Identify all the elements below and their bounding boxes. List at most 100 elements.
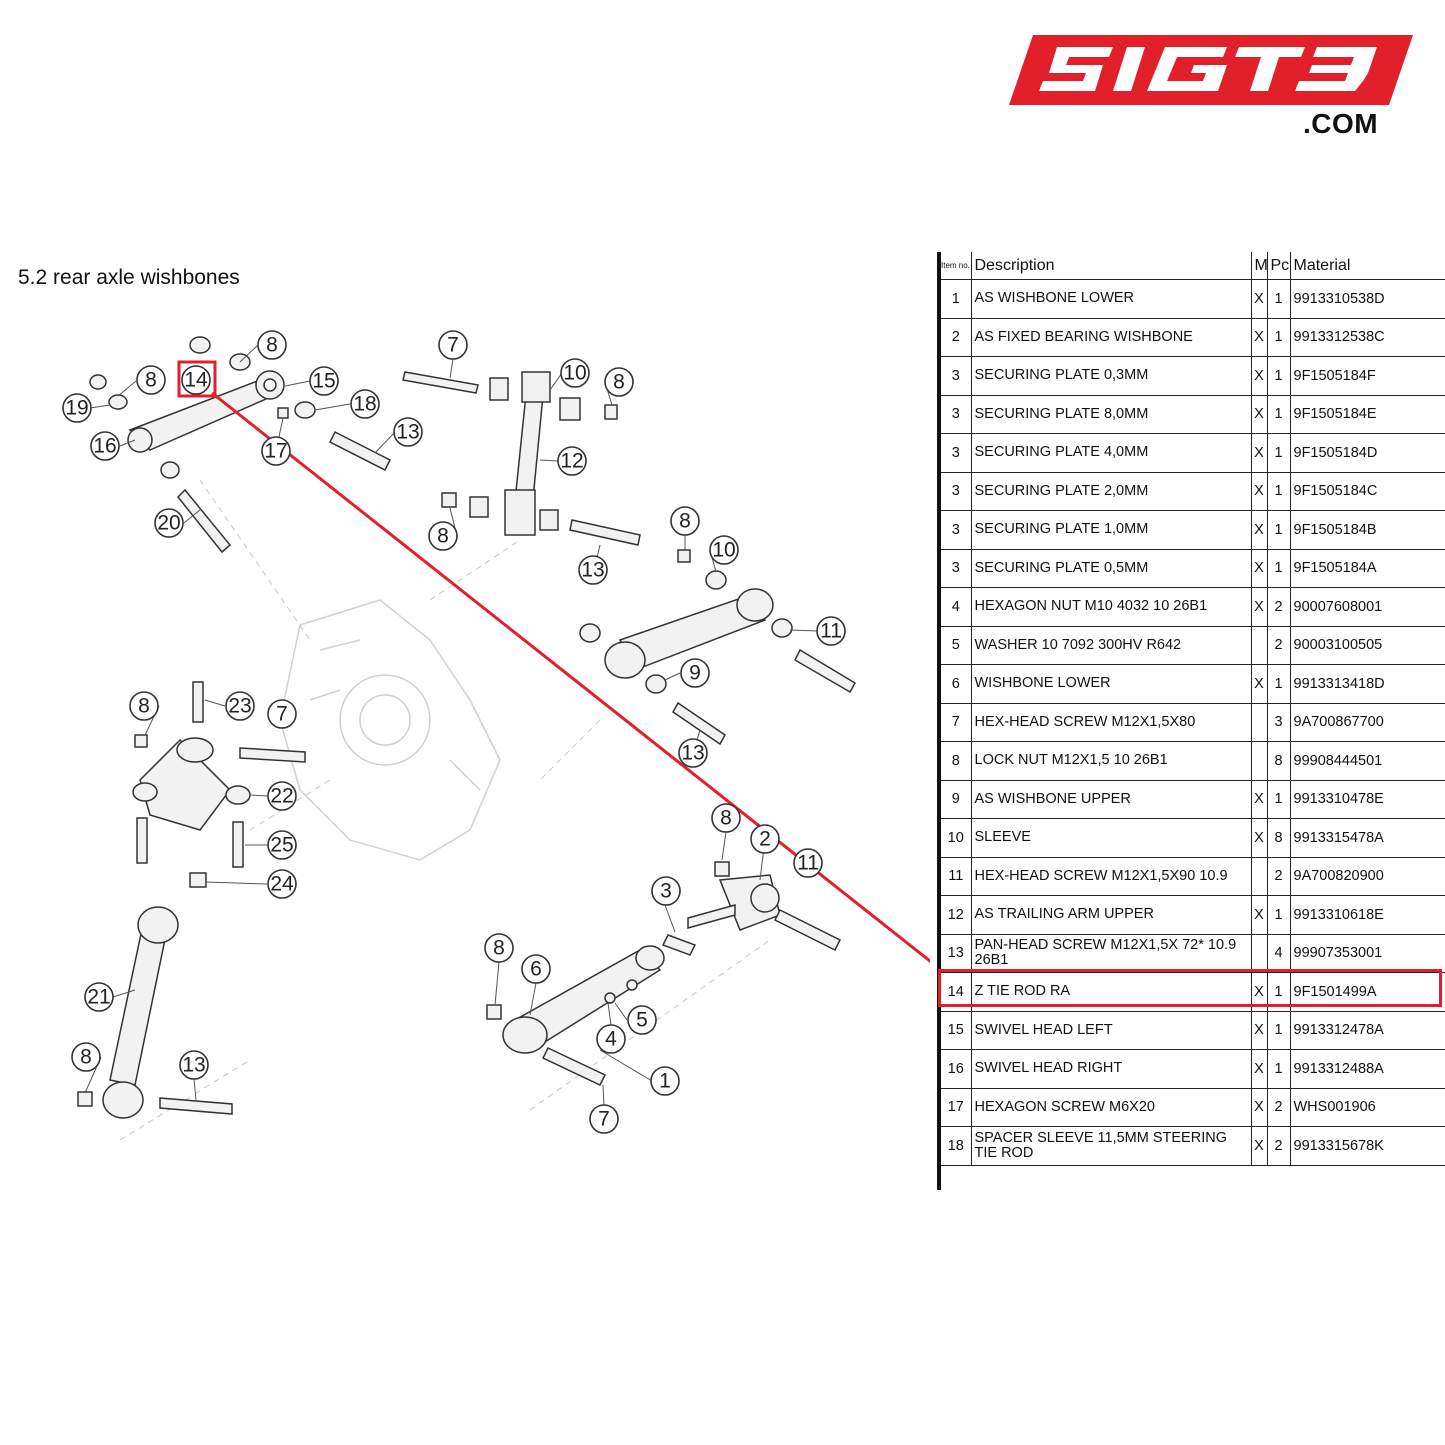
wishbone-lower [486,861,842,1086]
callout-label: 1 [659,1070,671,1093]
callout-label: 8 [145,369,157,392]
cell-description: AS WISHBONE UPPER [971,780,1252,819]
cell-description: AS FIXED BEARING WISHBONE [971,318,1252,357]
cell-pc: 2 [1267,1126,1291,1166]
callout-label: 5 [636,1009,648,1032]
callout-label: 8 [679,510,691,533]
cell-material: 99908444501 [1290,741,1445,781]
callout-label: 7 [447,334,459,357]
diagram-canvas: 8148151918161713207108128138101191382372… [62,330,941,1141]
callout-label: 25 [270,834,293,857]
bracket-assembly [132,681,306,888]
cell-item: 3 [941,549,972,588]
callout-circle [680,658,710,688]
cell-material: 9F1505184F [1290,356,1445,396]
cell-material: 9913310478E [1290,780,1445,819]
cell-m: X [1251,356,1268,396]
callout-12: 12 [557,446,587,476]
callout-circle [627,1005,657,1035]
callout-circle [154,508,184,538]
cell-description: HEX-HEAD SCREW M12X1,5X80 [971,703,1252,742]
cell-description: SECURING PLATE 0,5MM [971,549,1252,588]
cell-description: SECURING PLATE 2,0MM [971,472,1252,511]
cell-material: 9913313418D [1290,664,1445,704]
cell-m: X [1251,1088,1268,1127]
cell-description: AS TRAILING ARM UPPER [971,895,1252,935]
cell-item: 7 [941,703,972,742]
callout-7: 7 [438,330,468,360]
callout-circle [129,691,159,721]
logo-suffix: .COM [1303,108,1379,139]
callout-label: 21 [87,986,110,1009]
cell-pc: 2 [1267,857,1291,896]
cell-description: SECURING PLATE 8,0MM [971,395,1252,434]
callout-7: 7 [589,1104,619,1134]
cell-item: 4 [941,587,972,627]
tie-rod-assembly [89,336,392,554]
callout-circle [678,738,708,768]
callout-8: 8 [257,330,287,360]
callout-circle [225,691,255,721]
callout-circle [438,330,468,360]
callout-label: 8 [437,525,449,548]
cell-item: 3 [941,510,972,550]
callout-circle [267,869,297,899]
callout-3: 3 [651,876,681,906]
cell-item: 2 [941,318,972,357]
trailing-link [77,906,233,1119]
callout-8: 8 [604,367,634,397]
callout-25: 25 [267,830,297,860]
callout-circle [179,1050,209,1080]
callout-circle [428,521,458,551]
callout-label: 7 [276,703,288,726]
callout-label: 6 [530,958,542,981]
callout-16: 16 [90,431,120,461]
cell-material: 9F1505184C [1290,472,1445,511]
cell-pc: 3 [1267,703,1291,742]
callout-4: 4 [596,1024,626,1054]
header-material: Material [1290,252,1445,280]
callout-circle [578,555,608,585]
callout-circle [750,824,780,854]
callout-circle [793,848,823,878]
callout-label: 12 [560,450,583,473]
callout-5: 5 [627,1005,657,1035]
cell-pc: 1 [1267,356,1291,396]
callout-circle [604,367,634,397]
cell-material: 9913312478A [1290,1011,1445,1050]
callout-8: 8 [71,1042,101,1072]
cell-m: X [1251,818,1268,858]
callout-label: 13 [581,559,604,582]
callout-13: 13 [179,1050,209,1080]
callout-label: 8 [493,937,505,960]
cell-item: 6 [941,664,972,704]
callout-18: 18 [350,389,380,419]
cell-pc: 8 [1267,818,1291,858]
cell-description: SPACER SLEEVE 11,5MM STEERING TIE ROD [971,1126,1252,1166]
cell-item: 3 [941,356,972,396]
cell-description: AS WISHBONE LOWER [971,279,1252,319]
callout-21: 21 [84,982,114,1012]
callout-circle [90,431,120,461]
callout-circle [350,389,380,419]
callout-circle [650,1066,680,1096]
callout-label: 18 [353,393,376,416]
cell-pc: 1 [1267,472,1291,511]
cell-item: 5 [941,626,972,665]
cell-description: LOCK NUT M12X1,5 10 26B1 [971,741,1252,781]
cell-m: X [1251,895,1268,935]
cell-pc: 1 [1267,895,1291,935]
sigt3-logo [1005,33,1415,143]
cell-pc: 1 [1267,972,1291,1012]
cell-material: 9F1505184E [1290,395,1445,434]
cell-material: 90007608001 [1290,587,1445,627]
callout-circle [816,616,846,646]
cell-pc: 1 [1267,279,1291,319]
callout-10: 10 [709,535,739,565]
